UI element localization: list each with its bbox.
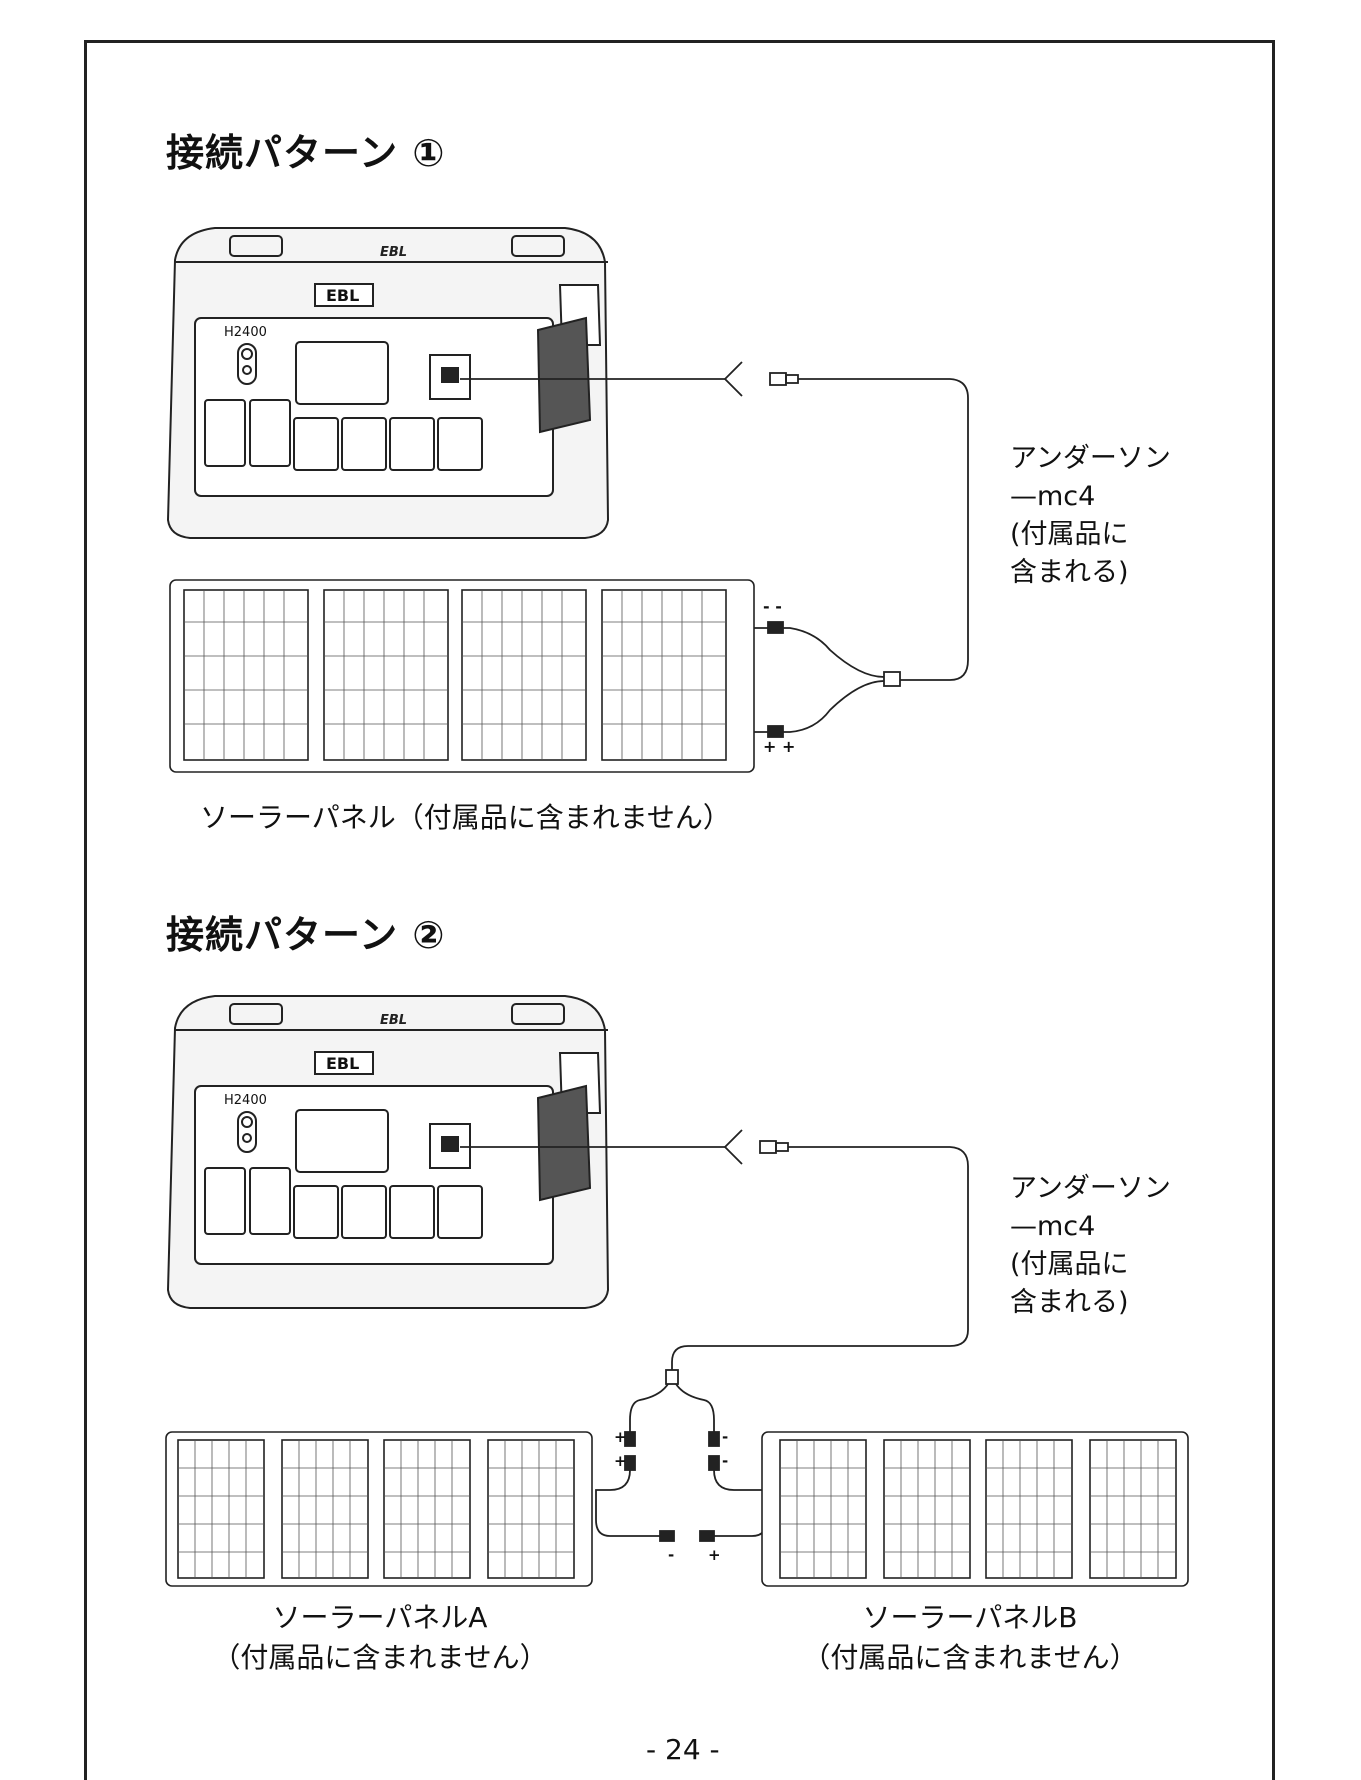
solar-panel-a: [166, 1432, 592, 1586]
svg-text:EBL: EBL: [380, 1013, 407, 1028]
cable-label-2: アンダーソン —mc4 (付属品に 含まれる): [1010, 1170, 1171, 1322]
page-number: - 24 -: [646, 1733, 720, 1766]
polarity-plus-2c: +: [708, 1546, 721, 1564]
panel-b-caption: ソーラーパネルB （付属品に含まれません）: [790, 1596, 1150, 1676]
panel-a-caption-line1: ソーラーパネルA: [200, 1596, 560, 1636]
station-2-logo: EBL: [326, 1054, 359, 1073]
polarity-minus-2c: -: [668, 1546, 674, 1564]
panel-b-caption-line2: （付属品に含まれません）: [790, 1636, 1150, 1676]
station-2-model: H2400: [224, 1093, 267, 1108]
panel-b-caption-line1: ソーラーパネルB: [790, 1596, 1150, 1636]
solar-panel-b: [762, 1432, 1188, 1586]
polarity-plus-2b: +: [614, 1452, 627, 1470]
polarity-minus-2a: -: [722, 1428, 728, 1446]
panel-a-caption-line2: （付属品に含まれません）: [200, 1636, 560, 1676]
polarity-minus-2b: -: [722, 1452, 728, 1470]
polarity-plus-2a: +: [614, 1428, 627, 1446]
panel-a-caption: ソーラーパネルA （付属品に含まれません）: [200, 1596, 560, 1676]
pattern-2-diagram: EBL EBL H2400 +: [0, 0, 1361, 1720]
power-station-2: EBL EBL H2400: [168, 996, 608, 1308]
